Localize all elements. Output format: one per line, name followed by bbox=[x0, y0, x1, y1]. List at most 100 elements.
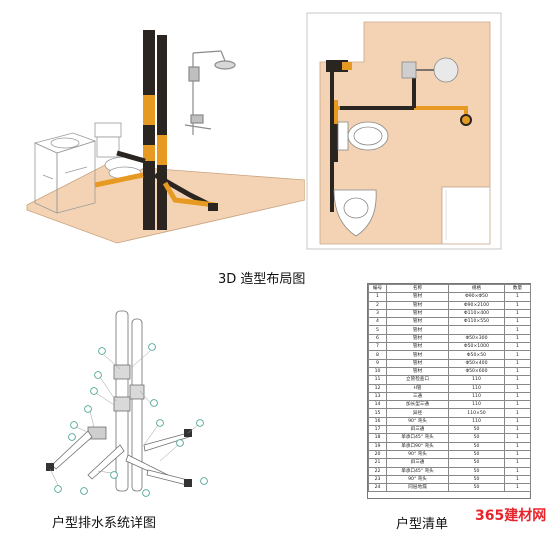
cell-spec: Φ50×50 bbox=[448, 350, 505, 360]
cell-name: 管材 bbox=[386, 358, 449, 368]
cell-spec: Φ90×2100 bbox=[448, 300, 505, 310]
branch-drain-pipes bbox=[94, 150, 216, 208]
cell-quantity: 1 bbox=[504, 383, 531, 393]
cell-spec: 110 bbox=[448, 383, 505, 393]
table-header-row: 编号 名称 规格 数量 bbox=[368, 283, 531, 294]
cell-quantity: 1 bbox=[504, 483, 531, 493]
watermark-logo: 365建材网 bbox=[475, 505, 546, 525]
cell-spec: 50 bbox=[448, 425, 505, 435]
cell-quantity: 1 bbox=[504, 458, 531, 468]
cell-spec: 50 bbox=[448, 466, 505, 476]
cell-number: 16 bbox=[368, 416, 387, 427]
cell-name: 90° 弯头 bbox=[386, 474, 449, 485]
cell-name: 单承口45° 弯头 bbox=[386, 466, 449, 476]
cell-name: 管材 bbox=[386, 350, 449, 360]
cell-quantity: 1 bbox=[504, 358, 531, 368]
cell-number: 19 bbox=[368, 441, 387, 451]
detail-label-circles bbox=[54, 343, 208, 497]
header-quantity: 数量 bbox=[504, 283, 531, 294]
cell-quantity: 1 bbox=[504, 433, 531, 443]
cell-number: 6 bbox=[368, 333, 387, 344]
stack-pipe-left bbox=[143, 30, 155, 230]
floor-plan-illustration bbox=[306, 12, 502, 250]
cell-spec: 110 bbox=[448, 416, 505, 427]
caption-3d-layout: 3D 造型布局图 bbox=[218, 272, 306, 287]
cell-name: 管材 bbox=[386, 325, 449, 335]
cell-spec: Φ110×550 bbox=[448, 317, 505, 327]
cell-name: 管材 bbox=[386, 292, 449, 302]
header-spec: 规格 bbox=[448, 283, 505, 294]
cell-quantity: 1 bbox=[504, 391, 531, 402]
plan-toilet-icon bbox=[337, 121, 389, 151]
cell-name: 管材 bbox=[386, 308, 449, 319]
cell-spec: 110 bbox=[448, 400, 505, 410]
cell-quantity: 1 bbox=[504, 342, 531, 352]
cell-spec: 50 bbox=[448, 474, 505, 485]
cell-quantity: 1 bbox=[504, 449, 531, 460]
cell-number: 1 bbox=[368, 292, 387, 302]
caption-drainage-detail: 户型排水系统详图 bbox=[52, 516, 157, 531]
cell-name: H管 bbox=[386, 383, 449, 393]
cell-spec: 110 bbox=[448, 391, 505, 402]
cell-quantity: 1 bbox=[504, 408, 531, 418]
vanity-sink-icon bbox=[33, 132, 97, 214]
cell-spec: Φ110×400 bbox=[448, 308, 505, 319]
cell-number: 9 bbox=[368, 358, 387, 368]
cell-number: 13 bbox=[368, 391, 387, 402]
plan-shower-icon bbox=[401, 57, 459, 83]
cell-number: 22 bbox=[368, 466, 387, 476]
drainage-detail-illustration bbox=[46, 310, 208, 497]
cell-quantity: 1 bbox=[504, 375, 531, 385]
cell-number: 7 bbox=[368, 342, 387, 352]
cell-spec: 110 bbox=[448, 375, 505, 385]
cell-quantity: 1 bbox=[504, 466, 531, 476]
cell-number: 17 bbox=[368, 425, 387, 435]
cell-quantity: 1 bbox=[504, 350, 531, 360]
cell-spec: 50 bbox=[448, 483, 505, 493]
cell-number: 12 bbox=[368, 383, 387, 393]
cell-number: 23 bbox=[368, 474, 387, 485]
cell-quantity: 1 bbox=[504, 474, 531, 485]
toilet-icon bbox=[94, 122, 146, 180]
cell-number: 2 bbox=[368, 300, 387, 310]
cell-quantity: 1 bbox=[504, 333, 531, 344]
cell-name: 异径 bbox=[386, 408, 449, 418]
cell-spec: Φ90×Φ50 bbox=[448, 292, 505, 302]
cell-spec: Φ50×1000 bbox=[448, 342, 505, 352]
cell-name: 管材 bbox=[386, 366, 449, 377]
cell-number: 11 bbox=[368, 375, 387, 385]
cell-spec: Φ50×300 bbox=[448, 333, 505, 344]
cell-name: 管材 bbox=[386, 300, 449, 310]
cell-number: 10 bbox=[368, 366, 387, 377]
cell-name: 90° 弯头 bbox=[386, 416, 449, 427]
cell-number: 15 bbox=[368, 408, 387, 418]
caption-bill-list: 户型清单 bbox=[396, 517, 449, 532]
stack-pipe-right bbox=[157, 35, 167, 230]
cell-quantity: 1 bbox=[504, 425, 531, 435]
cell-spec: 50 bbox=[448, 433, 505, 443]
cell-number: 24 bbox=[368, 483, 387, 493]
cell-quantity: 1 bbox=[504, 325, 531, 335]
cell-quantity: 1 bbox=[504, 366, 531, 377]
cell-quantity: 1 bbox=[504, 416, 531, 427]
cell-number: 14 bbox=[368, 400, 387, 410]
cell-name: 三通 bbox=[386, 391, 449, 402]
cell-spec: 50 bbox=[448, 441, 505, 451]
floor-drain-icon bbox=[208, 203, 218, 211]
cell-spec: 50 bbox=[448, 458, 505, 468]
plan-basin-icon bbox=[333, 189, 377, 237]
